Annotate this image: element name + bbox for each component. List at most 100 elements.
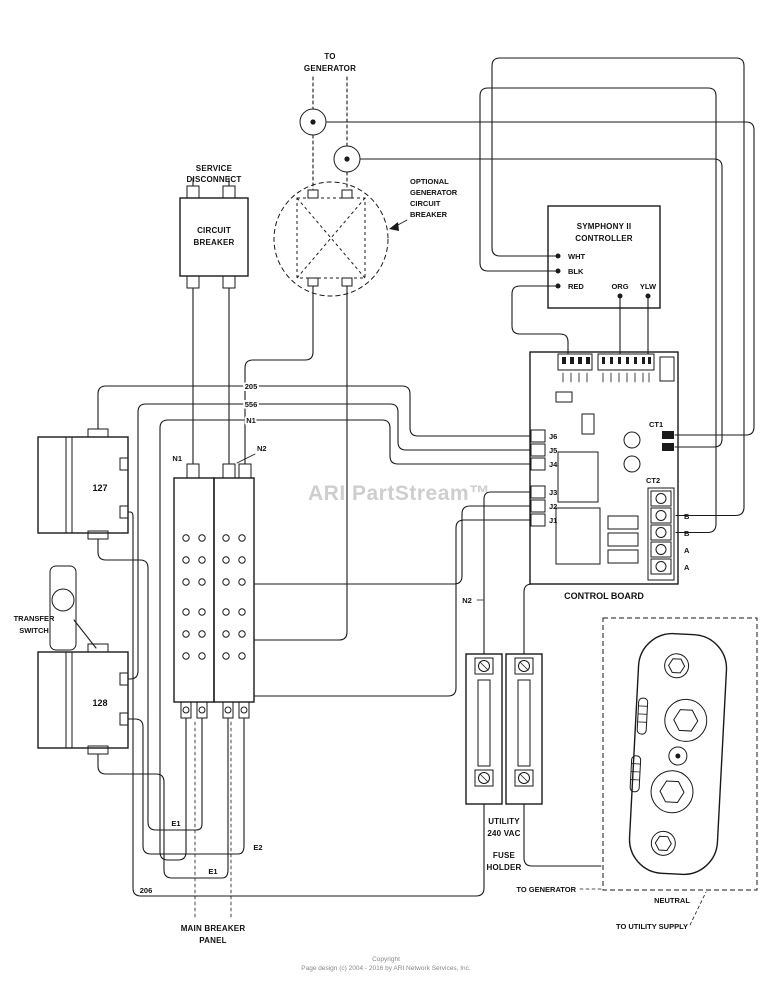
neutral-to-generator-label: TO GENERATOR bbox=[516, 885, 576, 894]
neutral-lug-2-hex bbox=[659, 780, 685, 803]
wire-j2 bbox=[253, 505, 531, 585]
transfer-switch-label2: SWITCH bbox=[19, 626, 49, 635]
to-generator-label: TO bbox=[324, 52, 335, 61]
wire-label-e1-a: E1 bbox=[171, 819, 180, 828]
controller-terminal-wht: WHT bbox=[568, 252, 585, 261]
coil-128-label: 128 bbox=[92, 698, 107, 708]
breaker-column-right bbox=[213, 477, 255, 703]
fuse-holder-label2: 240 VAC bbox=[487, 829, 520, 838]
connector-j2 bbox=[530, 499, 546, 513]
generator-terminals: TO GENERATOR bbox=[299, 52, 361, 191]
optional-arrowhead bbox=[389, 222, 399, 231]
controller-terminal-org: ORG bbox=[611, 282, 628, 291]
optional-breaker-box bbox=[296, 197, 366, 279]
coil-127-label: 127 bbox=[92, 483, 107, 493]
connector-j4-label: J4 bbox=[549, 460, 558, 469]
neutral-lug: TO GENERATOR NEUTRAL TO UTILITY SUPPLY bbox=[516, 617, 758, 931]
watermark: ARI PartStream™ bbox=[308, 482, 491, 505]
neutral-lug-1 bbox=[664, 698, 708, 742]
wire-e1-b bbox=[97, 717, 229, 879]
terminal-label-a2: A bbox=[684, 563, 690, 572]
symphony-controller: SYMPHONY II CONTROLLER WHT BLK RED ORG Y… bbox=[547, 205, 661, 309]
neutral-screw-mid-dot bbox=[675, 753, 681, 759]
wire-generator-b bbox=[253, 285, 348, 641]
transfer-switch-label1: TRANSFER bbox=[14, 614, 55, 623]
neutral-lug-1-hex bbox=[673, 709, 699, 732]
optional-generator-breaker: OPTIONAL GENERATOR CIRCUIT BREAKER bbox=[273, 177, 458, 297]
coil-128-tab-bottom bbox=[87, 745, 109, 755]
board-cap-1 bbox=[623, 431, 641, 449]
coil-127-tab-right-2 bbox=[119, 505, 129, 519]
optional-breaker-circle bbox=[273, 181, 389, 297]
circuit-breaker-box bbox=[179, 197, 249, 277]
wire-wht bbox=[491, 57, 745, 517]
wire-blk bbox=[479, 87, 717, 534]
ct2-label: CT2 bbox=[646, 476, 660, 485]
generator-terminal-2-dot bbox=[344, 156, 350, 162]
generator-terminal-1-dot bbox=[310, 119, 316, 125]
wire-e2 bbox=[127, 717, 245, 855]
fuse-left-top-terminal bbox=[474, 657, 494, 675]
controller-terminal-blk: BLK bbox=[568, 267, 584, 276]
board-component-1 bbox=[659, 356, 675, 382]
main-breaker-panel-label2: PANEL bbox=[199, 936, 227, 945]
fuse-unit-right bbox=[505, 653, 543, 805]
connector-j5 bbox=[530, 443, 546, 457]
optional-terminal-3 bbox=[307, 277, 319, 287]
board-relay-1 bbox=[557, 451, 599, 503]
panel-top-terminal-gen bbox=[238, 463, 252, 479]
optional-terminal-4 bbox=[341, 277, 353, 287]
transfer-switch: TRANSFER SWITCH 127 128 bbox=[14, 428, 129, 755]
ct1-label: CT1 bbox=[649, 420, 663, 429]
coil-127-tab-bottom bbox=[87, 530, 109, 540]
fuse-holder-label1: UTILITY bbox=[488, 817, 520, 826]
wire-ct1 bbox=[325, 121, 755, 436]
fuse-left-bottom-terminal bbox=[474, 769, 494, 787]
neutral-bolt-bottom bbox=[650, 830, 676, 856]
main-breaker-panel: N1 N2 MAIN BREAKER PANEL bbox=[172, 444, 266, 945]
board-connector-strip-b bbox=[597, 353, 655, 371]
wire-red bbox=[511, 285, 569, 355]
connector-j6 bbox=[530, 429, 546, 443]
neutral-to-utility-leader bbox=[689, 891, 707, 926]
board-terminal-strip bbox=[647, 487, 675, 581]
switch-mechanism-pivot bbox=[51, 588, 75, 612]
cb-terminal-top-right bbox=[222, 185, 236, 199]
connector-j6-label: J6 bbox=[549, 432, 557, 441]
optional-label4: BREAKER bbox=[410, 210, 448, 219]
panel-top-terminal-n1 bbox=[186, 463, 200, 479]
control-board-title: CONTROL BOARD bbox=[564, 591, 644, 601]
coil-128-divider bbox=[65, 652, 73, 748]
neutral-label: NEUTRAL bbox=[654, 896, 690, 905]
connector-j1 bbox=[530, 513, 546, 527]
panel-top-terminal-n2 bbox=[222, 463, 236, 479]
switch-mechanism-link bbox=[73, 619, 97, 649]
control-board: J6 J5 J4 J3 J2 J1 CT1 CT2 B B A A CONTRO… bbox=[529, 351, 690, 601]
wire-label-556: 556 bbox=[245, 400, 258, 409]
optional-terminal-2 bbox=[341, 189, 353, 199]
board-component-3 bbox=[581, 413, 595, 435]
controller-title2: CONTROLLER bbox=[575, 234, 633, 243]
terminal-label-b2: B bbox=[684, 529, 690, 538]
fuse-right-body bbox=[517, 679, 531, 767]
wire-ct2 bbox=[359, 158, 723, 448]
controller-terminal-red: RED bbox=[568, 282, 584, 291]
coil-128-tab-top bbox=[87, 643, 109, 653]
footer-line2: Page design (c) 2004 - 2016 by ARI Netwo… bbox=[301, 965, 471, 972]
footer-line1: Copyright bbox=[372, 956, 400, 963]
wire-205 bbox=[97, 385, 532, 437]
coil-127-tab-right-1 bbox=[119, 457, 129, 471]
controller-terminal-blk-dot bbox=[555, 268, 561, 274]
connector-j3-label: J3 bbox=[549, 488, 557, 497]
board-connector-strip-a bbox=[557, 353, 593, 371]
neutral-slot-1 bbox=[636, 697, 649, 735]
coil-127-divider bbox=[65, 437, 73, 533]
terminal-label-a1: A bbox=[684, 546, 690, 555]
neutral-screw-mid bbox=[668, 746, 688, 766]
wiring bbox=[97, 57, 755, 897]
optional-breaker-x bbox=[296, 197, 366, 279]
circuit-breaker-label1: CIRCUIT bbox=[197, 226, 231, 235]
controller-terminal-wht-dot bbox=[555, 253, 561, 259]
neutral-slot-hatch bbox=[630, 705, 648, 781]
